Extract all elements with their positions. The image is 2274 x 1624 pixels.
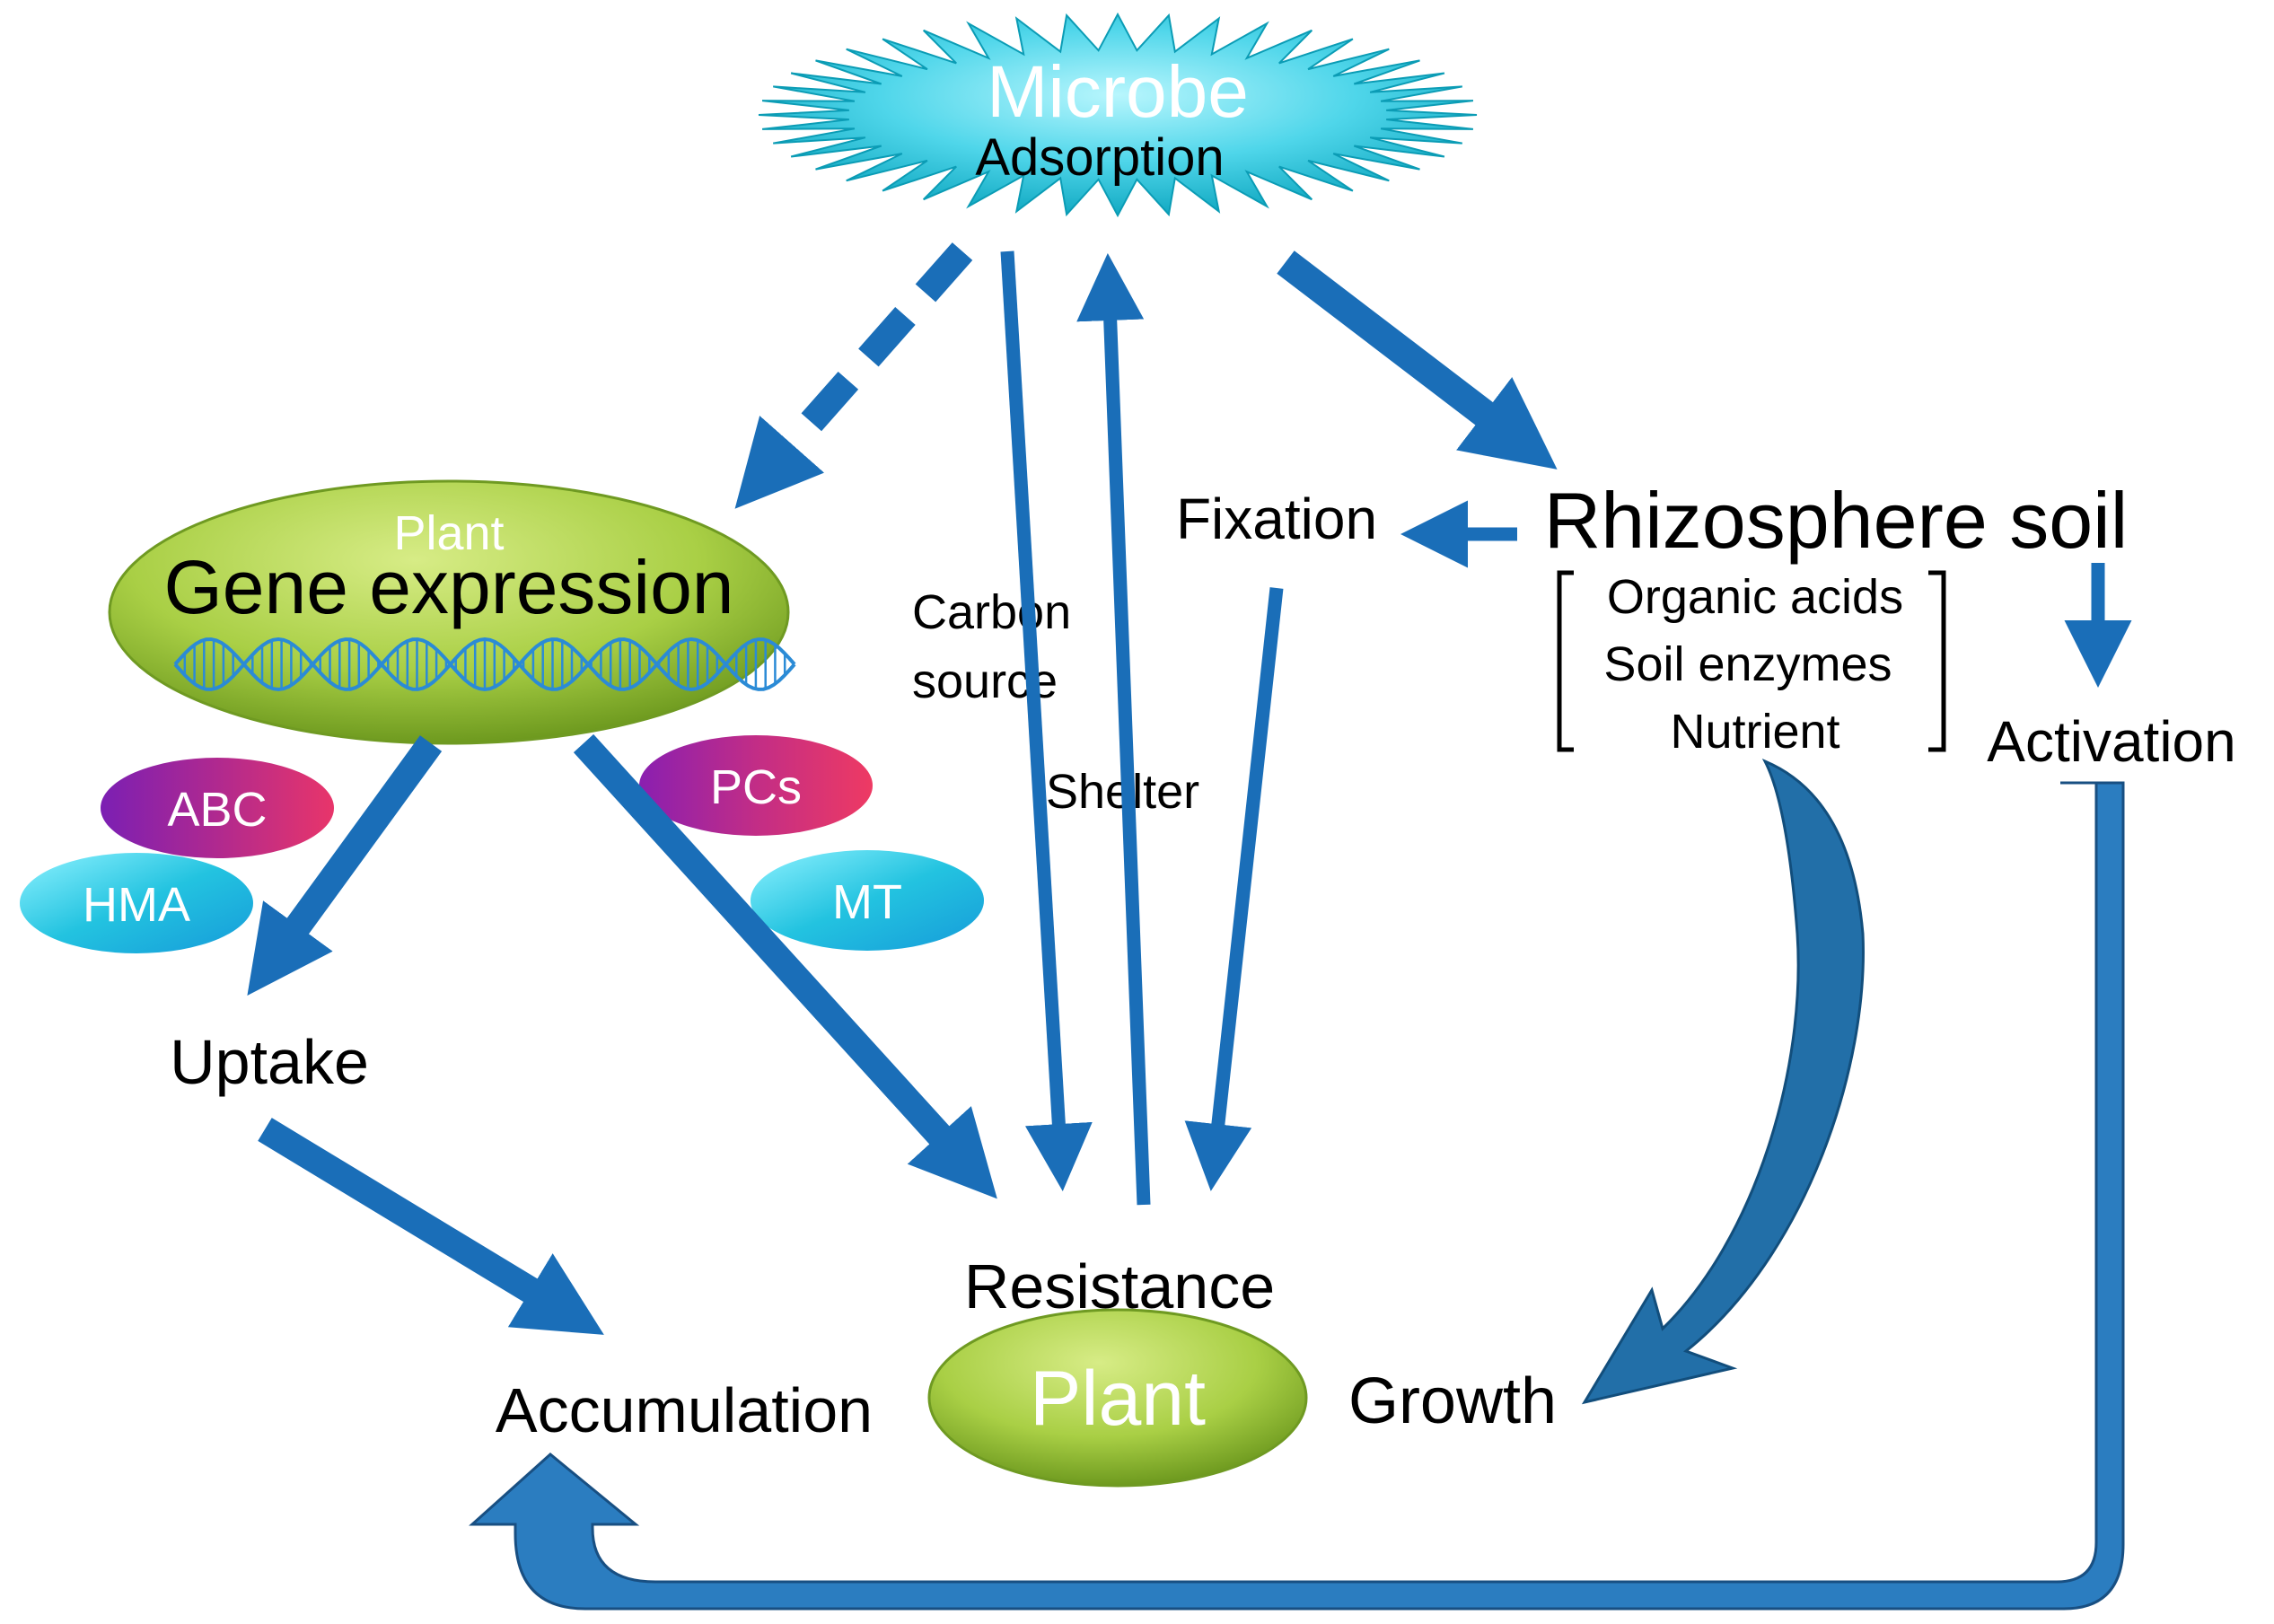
hma-label: HMA	[83, 878, 190, 932]
arrow-microbe-to-gene-expression	[734, 242, 973, 509]
arrow-activation-to-accumulation	[469, 781, 2125, 1611]
pcs-pill	[639, 735, 873, 836]
arrow-uptake-to-accumulation	[258, 1118, 604, 1335]
arrow-gene-to-resistance	[573, 733, 997, 1199]
uptake-label: Uptake	[170, 1027, 369, 1097]
arrow-microbe-to-rhizosphere	[1277, 250, 1558, 470]
arrow-fixation-to-resistance	[1184, 587, 1284, 1191]
arrow-gene-to-uptake	[247, 735, 443, 996]
growth-label: Growth	[1348, 1365, 1557, 1437]
dna-helix-icon	[173, 636, 796, 692]
left-bracket	[1557, 570, 1574, 752]
mt-pill	[751, 850, 984, 951]
microbe-burst-shape	[758, 12, 1478, 218]
gene-expression-node: Plant Gene expression	[108, 479, 796, 745]
hma-pill	[20, 853, 253, 953]
arrow-carbon-source	[1000, 250, 1093, 1191]
thick-arrows	[247, 242, 1558, 1335]
plant-label: Plant	[1030, 1356, 1206, 1442]
right-bracket	[1928, 570, 1946, 752]
activation-label: Activation	[1987, 709, 2235, 774]
thin-arrows	[1000, 250, 2132, 1206]
arrow-shelter	[1076, 253, 1151, 1206]
microbe-subtitle: Adsorption	[975, 128, 1224, 187]
protein-pcs: PCs	[639, 735, 873, 836]
rhizosphere-soil-label: Rhizosphere soil	[1544, 476, 2129, 565]
abc-pill	[101, 758, 334, 858]
mt-label: MT	[832, 875, 902, 929]
fixation-label: Fixation	[1176, 487, 1377, 551]
accumulation-label: Accumulation	[496, 1375, 873, 1445]
plant-node: Plant	[927, 1308, 1308, 1488]
microbe-title: Microbe	[987, 51, 1249, 133]
gene-expression-plant-label: Plant	[393, 506, 504, 560]
soil-enzymes-label: Soil enzymes	[1603, 637, 1892, 691]
gene-expression-ellipse	[108, 479, 790, 745]
abc-label: ABC	[167, 783, 267, 837]
microbe-node: Microbe Adsorption	[758, 12, 1478, 218]
protein-mt: MT	[751, 850, 984, 951]
plant-ellipse	[927, 1308, 1308, 1488]
gene-expression-title: Gene expression	[163, 545, 733, 629]
arrow-nutrient-to-growth	[1581, 759, 1865, 1405]
nutrient-label: Nutrient	[1670, 705, 1839, 759]
protein-abc: ABC	[101, 758, 334, 858]
organic-acids-label: Organic acids	[1607, 570, 1903, 624]
pcs-label: PCs	[710, 760, 802, 814]
resistance-label: Resistance	[964, 1251, 1275, 1321]
protein-hma: HMA	[20, 853, 253, 953]
carbon-source-label-line1: Carbon	[912, 585, 1071, 639]
